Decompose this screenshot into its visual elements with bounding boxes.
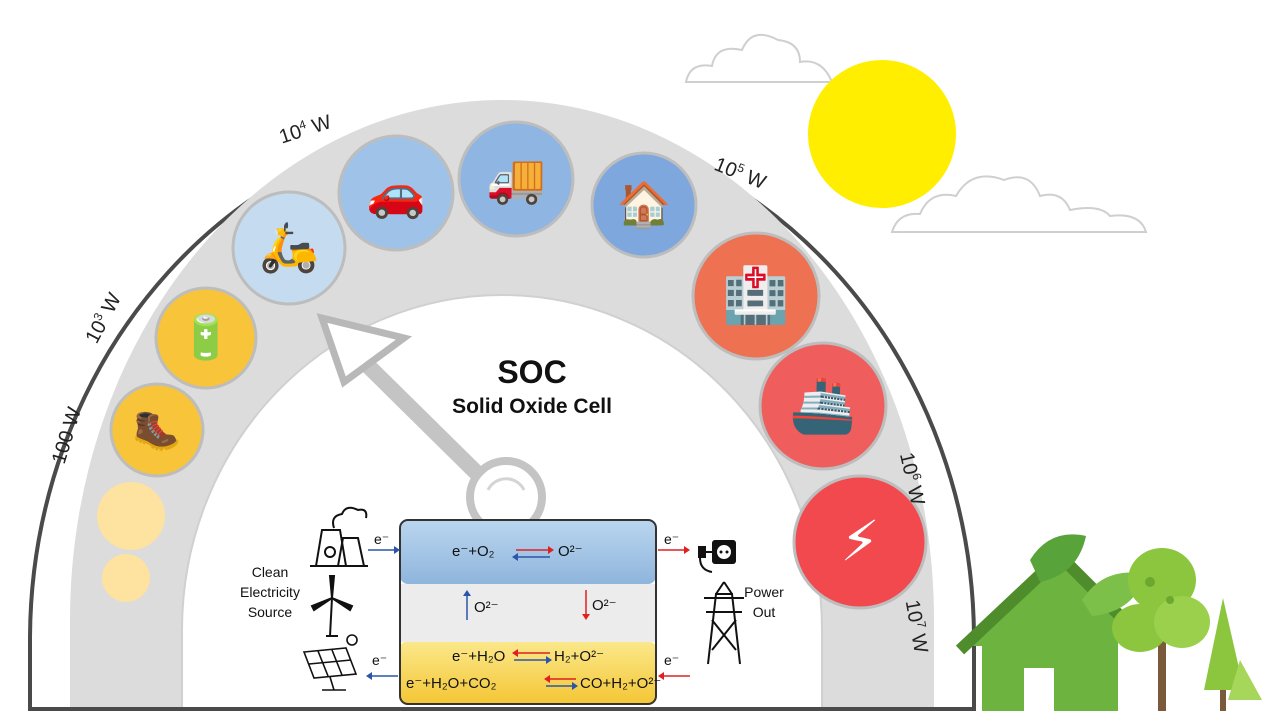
electron-label: e⁻ [374,531,390,547]
small-circle [102,554,150,602]
clean-electricity-label: Clean Electricity Source [240,564,300,620]
app-circle-hospital: 🏥 [691,231,821,361]
power-station-icon: ⚡ [840,509,879,574]
electron-label: e⁻ [664,652,680,668]
cloud-icon [890,175,1148,233]
power-socket-icon [698,540,736,573]
app-circle-ship: 🚢 [758,341,888,471]
ship-icon: 🚢 [789,374,856,437]
app-circle-house: 🏠 [590,151,698,259]
house-icon: 🏠 [617,180,672,231]
cell-top-right: O²⁻ [558,543,583,560]
cell-top-left: e⁻+O₂ [452,543,495,560]
page-subtitle: Solid Oxide Cell [452,395,612,418]
gauge-needle [316,313,546,537]
power-pylon-icon [704,581,744,665]
scooter-icon: 🛵 [259,220,319,276]
solar-panel-icon [302,634,358,691]
cell-bot1-left: e⁻+H₂O [452,648,506,665]
cell-mid-right: O²⁻ [592,597,617,614]
small-circle [97,482,165,550]
cell-bot1-right: H₂+O²⁻ [554,648,604,665]
pine-tree-icon [1204,598,1262,711]
hiker-icon: 🥾 [133,408,182,453]
cloud-icon [684,33,834,83]
cell-box [399,519,657,705]
app-circle-electric-car: 🚗 [337,134,455,252]
wind-turbine-icon [310,575,354,637]
cell-bot2-left: e⁻+H₂O+CO₂ [406,675,497,692]
page-title: SOC [497,354,567,390]
hospital-icon: 🏥 [722,264,789,327]
battery-icon: 🔋 [179,313,233,363]
nuclear-plant-icon [310,506,368,567]
app-circle-battery: 🔋 [154,286,258,390]
sun-icon [808,60,956,208]
truck-icon: 🚚 [486,151,546,207]
green-house-icon [955,534,1146,711]
cell-mid-left: O²⁻ [474,599,499,616]
app-circle-power-station: ⚡ [792,474,928,610]
electron-arrows [366,546,690,680]
app-circle-hiker: 🥾 [109,382,205,478]
tree-icon [1112,548,1210,711]
electron-label: e⁻ [372,652,388,668]
power-out-label: Power Out [744,584,784,620]
app-circle-truck: 🚚 [457,120,575,238]
electron-label: e⁻ [664,531,680,547]
cell-bot2-right: CO+H₂+O²⁻ [580,675,662,692]
electric-car-icon: 🚗 [366,165,426,221]
app-circle-scooter: 🛵 [231,190,347,306]
